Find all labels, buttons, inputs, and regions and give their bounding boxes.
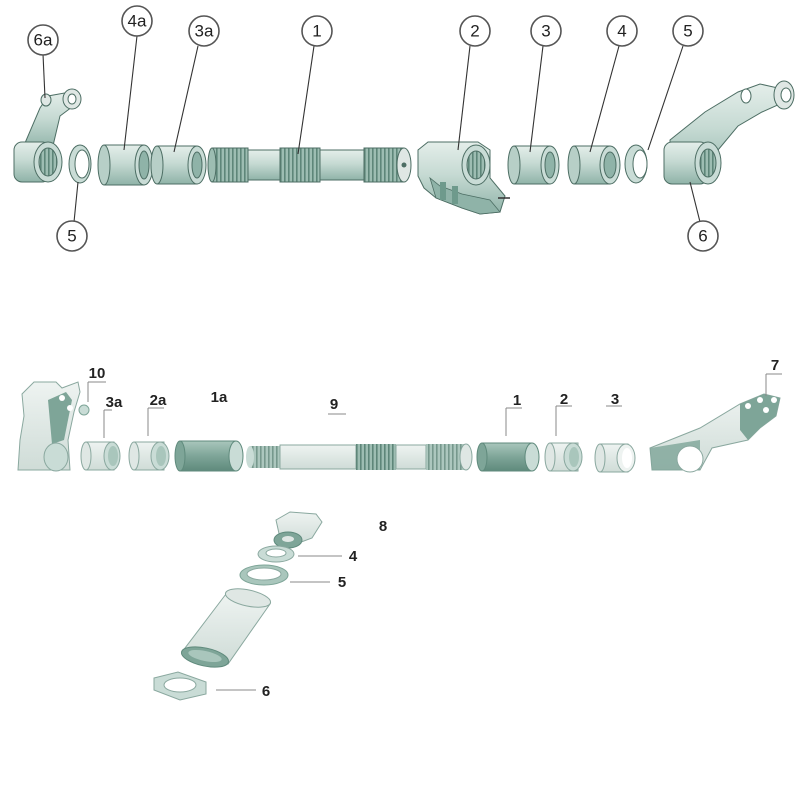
label-2: 2 bbox=[560, 391, 568, 408]
label-2a: 2a bbox=[150, 392, 167, 409]
label-3a: 3a bbox=[106, 394, 123, 411]
svg-text:3: 3 bbox=[541, 22, 550, 41]
bracket-10 bbox=[17, 381, 90, 472]
svg-text:6: 6 bbox=[698, 227, 707, 246]
label-6-bottom: 6 bbox=[262, 683, 270, 700]
svg-text:5: 5 bbox=[67, 227, 76, 246]
callout-1: 1 bbox=[301, 15, 333, 47]
label-8: 8 bbox=[379, 518, 387, 535]
sleeve-1a bbox=[174, 440, 244, 472]
callout-3a: 3a bbox=[188, 15, 220, 47]
middle-assembly: 10 3a 2a 1a 9 1 2 3 7 bbox=[17, 357, 782, 473]
bushing-4 bbox=[567, 145, 621, 185]
seal-ring-5-right bbox=[624, 144, 648, 184]
bushing-2a-mid bbox=[128, 441, 170, 471]
washer-4-bottom bbox=[257, 545, 295, 563]
bushing-3a bbox=[150, 145, 207, 185]
svg-text:3a: 3a bbox=[195, 22, 214, 41]
bushing-4a bbox=[97, 144, 154, 186]
svg-text:4a: 4a bbox=[128, 12, 147, 31]
lever-arm-6a bbox=[13, 88, 82, 183]
label-9: 9 bbox=[330, 396, 338, 413]
bushing-3 bbox=[507, 145, 560, 185]
bushing-3-mid bbox=[594, 443, 636, 473]
svg-text:5: 5 bbox=[683, 22, 692, 41]
svg-text:1: 1 bbox=[312, 22, 321, 41]
cap-8 bbox=[273, 511, 323, 549]
washer-6-bottom bbox=[153, 671, 207, 701]
splined-shaft-9 bbox=[246, 443, 473, 471]
sleeve-1-mid bbox=[476, 442, 540, 472]
svg-text:2: 2 bbox=[470, 22, 479, 41]
bushing-2-mid bbox=[544, 442, 583, 472]
bushing-3a-mid bbox=[80, 441, 121, 471]
label-1: 1 bbox=[513, 392, 521, 409]
callout-5-left: 5 bbox=[56, 220, 88, 252]
label-3: 3 bbox=[611, 391, 619, 408]
label-5-bottom: 5 bbox=[338, 574, 346, 591]
callout-4a: 4a bbox=[121, 5, 153, 37]
label-1a: 1a bbox=[211, 389, 228, 406]
label-10: 10 bbox=[89, 365, 106, 382]
callout-3: 3 bbox=[530, 15, 562, 47]
lever-arm-7 bbox=[649, 393, 781, 473]
callout-6: 6 bbox=[687, 220, 719, 252]
housing-2 bbox=[417, 141, 510, 215]
label-7: 7 bbox=[771, 357, 779, 374]
tube-sleeve bbox=[180, 588, 272, 668]
bottom-assembly: 8 4 5 6 bbox=[153, 511, 387, 701]
seal-ring-5-left bbox=[68, 144, 92, 184]
splined-shaft-1 bbox=[207, 147, 412, 183]
svg-text:6a: 6a bbox=[34, 31, 53, 50]
callout-4: 4 bbox=[606, 15, 638, 47]
callout-2: 2 bbox=[459, 15, 491, 47]
lever-arm-6 bbox=[663, 80, 795, 185]
washer-5-bottom bbox=[239, 564, 289, 586]
svg-text:4: 4 bbox=[617, 22, 626, 41]
callout-6a: 6a bbox=[27, 24, 59, 56]
top-assembly: 6a 4a 3a 1 2 3 4 5 bbox=[13, 5, 795, 252]
label-4-bottom: 4 bbox=[349, 548, 358, 565]
callout-5-right: 5 bbox=[672, 15, 704, 47]
